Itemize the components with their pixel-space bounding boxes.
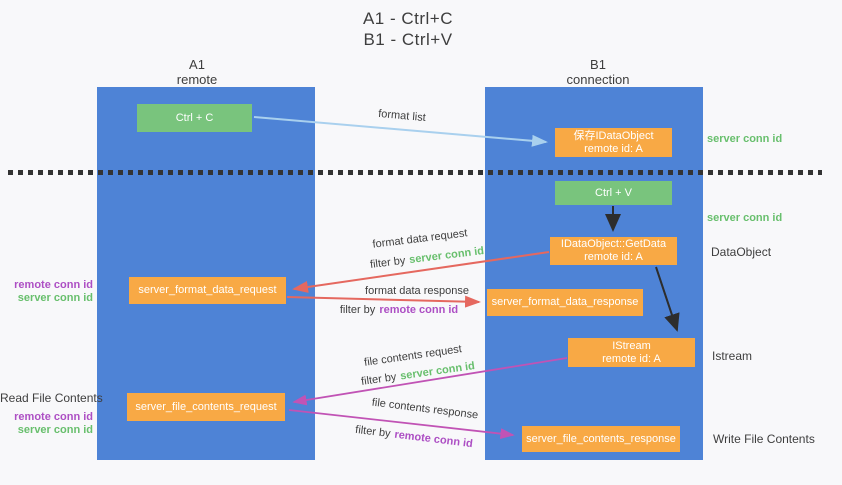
node-format-response-label: server_format_data_response [491,296,639,308]
node-server-format-data-response: server_format_data_response [487,289,643,316]
filter-by-text: filter by [354,423,392,441]
right-label-server-conn-id-2: server conn id [707,212,783,224]
column-b1-name: B1 [590,57,606,72]
column-header-a1: A1 remote [127,57,267,87]
node-save-idataobject: 保存IDataObject remote id: A [555,128,672,157]
title-line-b1: B1 - Ctrl+V [363,30,453,49]
remote-conn-id-text: remote conn id [379,304,459,316]
node-server-file-contents-request: server_file_contents_request [127,393,285,421]
node-file-response-label: server_file_contents_response [526,432,676,445]
node-format-request-label: server_format_data_request [138,284,277,296]
label-format-list: format list [377,107,427,125]
right-label-write-file-contents: Write File Contents [713,432,815,446]
label-file-contents-response: file contents response [371,396,479,422]
label-format-data-request: format data request [371,227,469,251]
remote-conn-id-text: remote conn id [393,428,474,451]
node-server-format-data-request: server_format_data_request [129,277,286,304]
node-ctrl-v: Ctrl + V [555,181,672,205]
column-a1-name: A1 [189,57,205,72]
node-getdata-line2: remote id: A [584,251,643,263]
session-divider-dotted-line [8,170,822,175]
filter-by-text: filter by [360,371,398,388]
right-label-server-conn-id-1: server conn id [707,133,783,145]
node-istream-line1: IStream [612,339,651,352]
arrow-format-data-response [286,295,481,308]
node-ctrl-v-label: Ctrl + V [595,186,632,199]
left-label-remote-conn-id-2: remote conn id [14,411,93,423]
node-idataobject-getdata: IDataObject::GetData remote id: A [550,237,677,265]
column-a1-role: remote [176,72,218,87]
node-istream: IStream remote id: A [568,338,695,367]
node-server-file-contents-response: server_file_contents_response [522,426,680,452]
node-file-request-label: server_file_contents_request [135,400,277,413]
right-label-dataobject: DataObject [711,245,772,259]
server-conn-id-text: server conn id [399,360,476,383]
right-label-istream: Istream [712,349,753,363]
server-conn-id-text: server conn id [408,245,485,267]
column-b1-role: connection [566,72,630,87]
title-line-a1: A1 - Ctrl+C [362,9,454,28]
node-ctrl-c: Ctrl + C [137,104,252,132]
node-save-idataobject-line2: remote id: A [584,142,643,155]
label-format-data-response: format data response [365,285,469,297]
filter-by-text: filter by [339,304,376,316]
node-ctrl-c-label: Ctrl + C [175,111,214,124]
left-label-remote-conn-id-1: remote conn id [14,279,93,291]
node-getdata-line1: IDataObject::GetData [560,238,667,250]
left-label-server-conn-id-1: server conn id [17,292,93,304]
left-label-server-conn-id-2: server conn id [17,424,93,436]
node-istream-line2: remote id: A [602,352,661,365]
column-header-b1: B1 connection [528,57,668,87]
filter-by-text: filter by [369,254,407,271]
node-save-idataobject-line1: 保存IDataObject [573,129,654,142]
left-label-read-file-contents: Read File Contents [0,391,103,405]
diagram-title: A1 - Ctrl+C B1 - Ctrl+V [308,8,508,50]
